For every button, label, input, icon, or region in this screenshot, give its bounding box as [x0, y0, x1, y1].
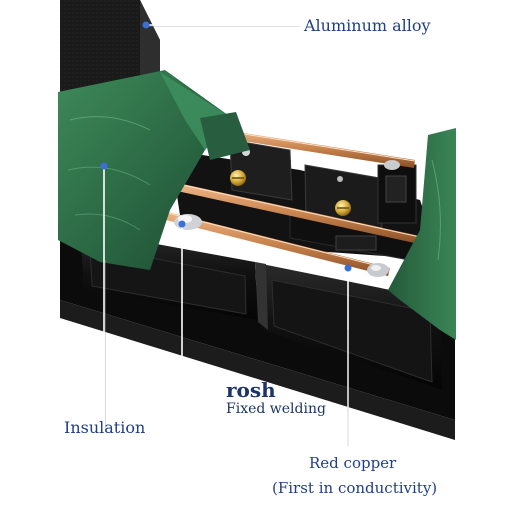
label-insulation: Insulation: [64, 418, 146, 437]
insulation-tape-left: [58, 70, 250, 270]
brass-screw: [230, 170, 246, 186]
label-red-copper: Red copper: [309, 454, 397, 472]
callout-lines-shadow: [105, 26, 349, 446]
label-fixed-welding: Fixed welding: [226, 401, 326, 417]
solder-joint: [367, 263, 389, 277]
callout-dots: [100, 21, 352, 272]
brass-screw: [335, 200, 351, 216]
copper-bus-bars: [158, 128, 421, 276]
insulation-tape-right: [388, 128, 456, 340]
solder-joint: [174, 214, 202, 230]
label-rosh: rosh: [226, 378, 276, 402]
label-aluminum-alloy: Aluminum alloy: [304, 16, 431, 35]
label-first-in-conductivity: (First in conductivity): [272, 479, 438, 497]
